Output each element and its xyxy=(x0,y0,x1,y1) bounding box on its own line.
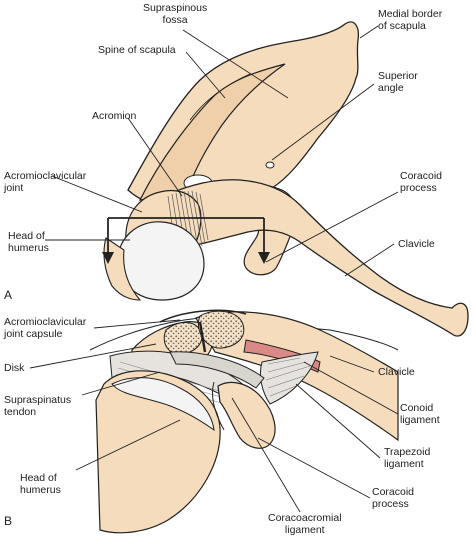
spine-of-scapula xyxy=(138,63,286,201)
panel-b-drawing xyxy=(29,309,399,534)
label-head-of-humerus-b: Head of humerus xyxy=(20,472,61,496)
conoid-trapezoid-ligaments xyxy=(259,351,319,405)
label-spine-of-scapula: Spine of scapula xyxy=(98,44,176,56)
force-arrows xyxy=(107,217,265,254)
label-head-of-humerus-a: Head of humerus xyxy=(8,230,49,254)
label-coracoacromial-ligament: Coracoacromial ligament xyxy=(268,512,342,536)
label-coracoid-process-a: Coracoid process xyxy=(400,170,443,194)
acromion-cross-section xyxy=(163,322,203,355)
leader-lines-b xyxy=(29,319,399,513)
ligament-fibers xyxy=(265,357,311,397)
arrowhead-left xyxy=(102,252,114,264)
label-supraspinous-fossa: Supraspinous fossa xyxy=(143,2,208,26)
ac-disk xyxy=(198,321,207,353)
scapular-notch xyxy=(265,161,275,169)
label-medial-border-of-scapula: Medial border of scapula xyxy=(378,8,443,32)
panel-label-b: B xyxy=(4,514,13,528)
label-superior-angle: Superior angle xyxy=(378,70,418,94)
label-acromion: Acromion xyxy=(92,110,137,122)
label-disk: Disk xyxy=(4,362,25,374)
coracoacromial-ligament-b xyxy=(169,351,265,389)
panel-a-drawing xyxy=(45,21,469,337)
label-coracoid-process-b: Coracoid process xyxy=(372,486,415,510)
humeral-cartilage xyxy=(111,377,215,432)
label-ac-joint-capsule: Acromioclavicular joint capsule xyxy=(4,316,87,340)
head-of-humerus-a xyxy=(117,221,205,301)
spine-highlight xyxy=(189,73,251,121)
coracoid-neck xyxy=(211,381,225,431)
leader-lines-a xyxy=(45,25,399,277)
label-clavicle-a: Clavicle xyxy=(398,238,435,250)
label-clavicle-b: Clavicle xyxy=(378,366,415,378)
ac-joint-capsule xyxy=(159,309,247,323)
arrowhead-right xyxy=(258,252,270,264)
label-acromioclavicular-joint: Acromioclavicular joint xyxy=(4,170,87,194)
label-supraspinatus-tendon: Supraspinatus tendon xyxy=(4,394,72,418)
label-trapezoid-ligament: Trapezoid ligament xyxy=(384,446,431,470)
panel-label-a: A xyxy=(4,288,13,302)
label-conoid-ligament: Conoid ligament xyxy=(400,402,440,426)
